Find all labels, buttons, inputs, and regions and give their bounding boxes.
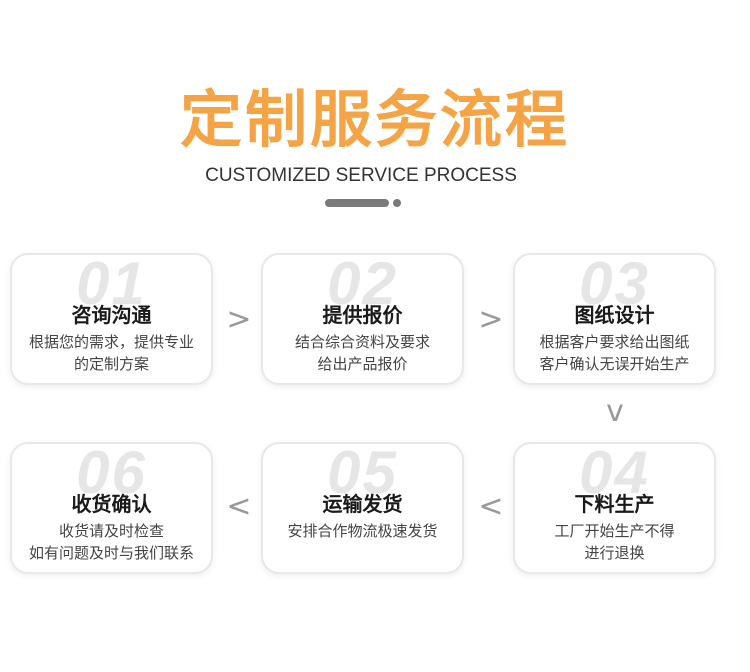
step-card-05: 05 运输发货 安排合作物流极速发货 [261,442,464,574]
arrow-left-icon: < [226,489,252,524]
arrow-right-icon: > [226,302,252,337]
step-title: 咨询沟通 [71,303,152,327]
step-description-line: 的定制方案 [73,355,149,373]
step-number: 03 [579,253,650,317]
step-description-line: 如有问题及时与我们联系 [28,544,194,562]
step-description-line: 工厂开始生产不得 [554,522,675,540]
step-description: 结合综合资料及要求 给出产品报价 [263,331,462,375]
step-number: 02 [327,253,398,317]
step-title: 运输发货 [322,492,403,516]
step-card-04: 04 下料生产 工厂开始生产不得 进行退换 [513,442,716,574]
step-description-line: 安排合作物流极速发货 [287,522,438,540]
step-description: 收货请及时检查 如有问题及时与我们联系 [12,520,211,564]
title-divider-dot [393,199,401,207]
step-number: 05 [327,442,398,506]
title-divider-bar [325,199,389,207]
step-card-01: 01 咨询沟通 根据您的需求，提供专业 的定制方案 [10,253,213,385]
step-card-06: 06 收货确认 收货请及时检查 如有问题及时与我们联系 [10,442,213,574]
arrow-down-icon: v [606,394,624,429]
step-description-line: 根据客户要求给出图纸 [539,333,690,351]
step-number: 04 [579,442,650,506]
step-description-line: 进行退换 [584,544,645,562]
step-description-line: 给出产品报价 [317,355,408,373]
arrow-right-icon: > [478,302,504,337]
step-number: 01 [76,253,147,317]
step-number: 06 [76,442,147,506]
step-title: 下料生产 [574,492,655,516]
step-description: 安排合作物流极速发货 [263,520,462,542]
step-description: 根据客户要求给出图纸 客户确认无误开始生产 [515,331,714,375]
page-subtitle: CUSTOMIZED SERVICE PROCESS [205,165,517,186]
step-description-line: 结合综合资料及要求 [294,333,430,351]
step-description: 根据您的需求，提供专业 的定制方案 [12,331,211,375]
step-description-line: 根据您的需求，提供专业 [28,333,194,351]
step-title: 图纸设计 [574,303,655,327]
step-title: 提供报价 [322,303,403,327]
page-title: 定制服务流程 [179,83,570,156]
step-card-02: 02 提供报价 结合综合资料及要求 给出产品报价 [261,253,464,385]
step-description: 工厂开始生产不得 进行退换 [515,520,714,564]
step-description-line: 客户确认无误开始生产 [539,355,690,373]
step-title: 收货确认 [71,492,152,516]
step-card-03: 03 图纸设计 根据客户要求给出图纸 客户确认无误开始生产 [513,253,716,385]
step-description-line: 收货请及时检查 [58,522,164,540]
arrow-left-icon: < [478,489,504,524]
